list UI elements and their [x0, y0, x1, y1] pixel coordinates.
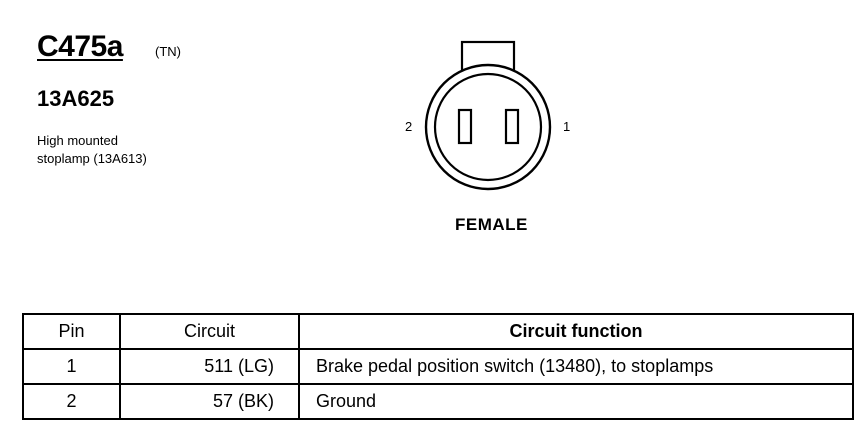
table-header-row: Pin Circuit Circuit function: [22, 313, 854, 350]
pin-cavity-2: [457, 108, 473, 145]
cell-circuit: 511 (LG): [119, 348, 300, 385]
description-line-1: High mounted: [37, 133, 118, 148]
pin-cavity-1: [504, 108, 520, 145]
cell-circuit: 57 (BK): [119, 383, 300, 420]
cell-pin: 1: [22, 348, 121, 385]
cell-circuit-function: Ground: [298, 383, 854, 420]
header-pin: Pin: [22, 313, 121, 350]
pin-label-left: 2: [405, 119, 413, 134]
connector-gender-label: FEMALE: [455, 215, 528, 234]
cell-pin: 2: [22, 383, 121, 420]
connector-inner-ring: [433, 72, 543, 182]
header-circuit: Circuit: [119, 313, 300, 350]
table-row: 2 57 (BK) Ground: [22, 383, 854, 420]
connector-description: High mounted stoplamp (13A613): [37, 132, 147, 168]
cell-circuit-function: Brake pedal position switch (13480), to …: [298, 348, 854, 385]
connector-color-code: (TN): [155, 44, 181, 59]
table-row: 1 511 (LG) Brake pedal position switch (…: [22, 348, 854, 385]
pin-label-right: 1: [563, 119, 571, 134]
connector-outer-ring: [424, 63, 552, 191]
description-line-2: stoplamp (13A613): [37, 151, 147, 166]
connector-id: C475a: [37, 30, 123, 63]
connector-face-diagram: [424, 40, 552, 191]
part-number: 13A625: [37, 86, 115, 111]
pin-circuit-table: Pin Circuit Circuit function 1 511 (LG) …: [22, 313, 854, 420]
header-circuit-function: Circuit function: [298, 313, 854, 350]
